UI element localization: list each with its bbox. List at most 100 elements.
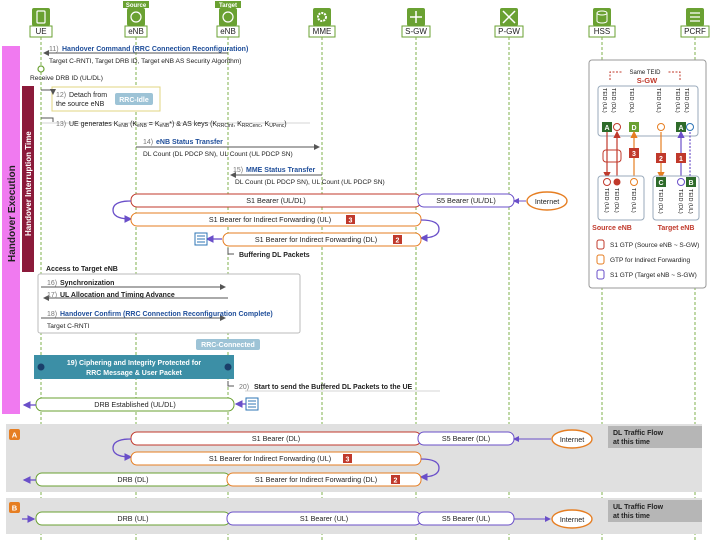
svg-text:3: 3 <box>346 457 350 464</box>
receive-drb-marker <box>37 65 45 73</box>
flow-a-s5-dl-label: S5 Bearer (DL) <box>442 434 490 443</box>
entity-sgw: S-GW <box>401 8 431 38</box>
fwd-dl-label: S1 Bearer for Indirect Forwarding (DL) <box>255 235 377 244</box>
entity-label-target-enb: eNB <box>220 27 236 36</box>
step14-num: 14) <box>143 139 153 146</box>
svg-text:TEID (DL): TEID (DL) <box>677 189 683 214</box>
svg-text:TEID (UL): TEID (UL) <box>674 88 680 113</box>
handover-interruption-bar <box>22 86 34 272</box>
entity-hss: HSS <box>588 8 616 38</box>
svg-text:18): 18) <box>47 311 57 318</box>
entity-pgw: P-GW <box>494 8 524 38</box>
legend-key-3: S1 GTP (Target eNB ~ S-GW) <box>610 272 697 279</box>
step13-text: UE generates KeNB (KeNB = KeNB*) & AS ke… <box>69 121 287 129</box>
buffer-icon <box>245 397 259 411</box>
step12-line2: the source eNB <box>56 101 105 108</box>
svg-text:TEID (UL): TEID (UL) <box>655 88 661 113</box>
flow-a-label1: DL Traffic Flow <box>613 430 664 437</box>
buffering-label: Buffering DL Packets <box>239 252 310 259</box>
fwd-ul-badge <box>346 215 355 224</box>
svg-text:B: B <box>12 504 18 513</box>
svg-text:2: 2 <box>396 238 400 245</box>
step19-line1: 19) Ciphering and Integrity Protected fo… <box>67 360 201 367</box>
entity-source-enb: Source eNB <box>123 1 149 38</box>
svg-text:3: 3 <box>349 218 353 225</box>
step19-box <box>34 355 234 379</box>
flow-a-internet: Internet <box>560 435 584 444</box>
same-teid-label: Same TEID <box>630 70 662 76</box>
svg-text:TEID (DL): TEID (DL) <box>628 88 634 113</box>
enb-icon <box>127 8 145 26</box>
legend-source-enb: Source eNB <box>592 225 632 232</box>
svg-text:1: 1 <box>679 156 683 163</box>
svg-text:A: A <box>604 125 609 132</box>
flow-a-label-box <box>608 426 702 448</box>
internet-cloud <box>526 191 568 211</box>
handover-execution-bar <box>2 46 20 414</box>
step13-num: 13) <box>56 121 66 128</box>
legend-key-1: S1 GTP (Source eNB ~ S-GW) <box>610 242 699 249</box>
flow-a-drb-dl-label: DRB (DL) <box>117 475 148 484</box>
svg-text:TEID (UL): TEID (UL) <box>630 188 636 213</box>
svg-text:2: 2 <box>659 156 663 163</box>
svg-text:A: A <box>12 431 18 440</box>
entity-label-pcrf: PCRF <box>684 27 706 36</box>
flow-b-drb-ul-label: DRB (UL) <box>117 514 148 523</box>
step14-sub: DL Count (DL PDCP SN), UL Count (UL PDCP… <box>143 151 293 158</box>
rrc-idle-badge <box>115 93 153 105</box>
flow-a-badge <box>9 429 20 440</box>
entity-target-enb: Target eNB <box>215 1 241 38</box>
step16-title: Synchronization <box>60 280 114 287</box>
entity-label-hss: HSS <box>594 27 610 36</box>
flow-a-fwd-ul-label: S1 Bearer for Indirect Forwarding (UL) <box>209 454 331 463</box>
legend-target-enb: Target eNB <box>658 225 695 232</box>
step15-sub: DL Count (DL PDCP SN), UL Count (UL PDCP… <box>235 179 385 186</box>
step18-title: Handover Confirm (RRC Connection Reconfi… <box>60 311 273 318</box>
flow-b-label-box <box>608 500 702 522</box>
svg-text:TEID (DL): TEID (DL) <box>657 189 663 214</box>
entity-tag-source: Source <box>126 3 147 9</box>
flow-a-fwd-dl <box>226 472 422 487</box>
step11-title: Handover Command (RRC Connection Reconfi… <box>62 46 248 53</box>
fwd-dl-bearer <box>222 232 422 247</box>
entity-label-ue: UE <box>35 27 46 36</box>
step15-title: MME Status Transfer <box>246 167 316 174</box>
fwd-dl-badge <box>393 235 402 244</box>
svg-text:TEID (UL): TEID (UL) <box>687 189 693 214</box>
entity-ue: UE <box>29 8 53 38</box>
svg-text:17): 17) <box>47 292 57 299</box>
svg-text:A: A <box>678 125 683 132</box>
rrc-connected-label: RRC-Connected <box>201 342 255 349</box>
step12-num: 12) <box>56 92 66 99</box>
rrc-connected-badge <box>196 339 260 350</box>
teid-legend: Same TEID S-GW TEID (UL) TEID (DL) TEID … <box>588 59 707 289</box>
fwd-ul-label: S1 Bearer for Indirect Forwarding (UL) <box>209 215 331 224</box>
handover-interruption-label: Handover Interruption Time <box>24 131 33 236</box>
svg-text:TEID (DL): TEID (DL) <box>613 188 619 213</box>
flow-b-s5-ul-label: S5 Bearer (UL) <box>442 514 490 523</box>
step11-num: 11) <box>49 46 59 53</box>
legend-key-2: GTP for Indirect Forwarding <box>610 257 690 264</box>
entity-label-pgw: P-GW <box>498 27 520 36</box>
step20-title: Start to send the Buffered DL Packets to… <box>254 384 413 391</box>
entity-pcrf: PCRF <box>680 8 710 38</box>
svg-text:C: C <box>658 180 663 187</box>
step12-line1: Detach from <box>69 92 107 99</box>
step19-line2: RRC Message & User Packet <box>86 370 182 377</box>
svg-text:B: B <box>688 180 693 187</box>
entity-label-sgw: S-GW <box>405 27 427 36</box>
buffer-icon <box>194 232 208 246</box>
svg-text:TEID (DL): TEID (DL) <box>610 88 616 113</box>
internet-label: Internet <box>535 197 559 206</box>
svg-text:16): 16) <box>47 280 57 287</box>
step17-title: UL Allocation and Timing Advance <box>60 292 175 299</box>
flow-b-s1-ul-label: S1 Bearer (UL) <box>300 514 348 523</box>
handover-execution-label: Handover Execution <box>7 165 18 262</box>
s1-bearer-uldl-label: S1 Bearer (UL/DL) <box>246 196 306 205</box>
flow-b-badge <box>9 502 20 513</box>
entity-label-mme: MME <box>313 27 332 36</box>
flow-a-fwd-dl-label: S1 Bearer for Indirect Forwarding (DL) <box>255 475 377 484</box>
receive-drb-text: Receive DRB ID (UL/DL) <box>30 75 103 82</box>
svg-text:TEID (UL): TEID (UL) <box>601 88 607 113</box>
